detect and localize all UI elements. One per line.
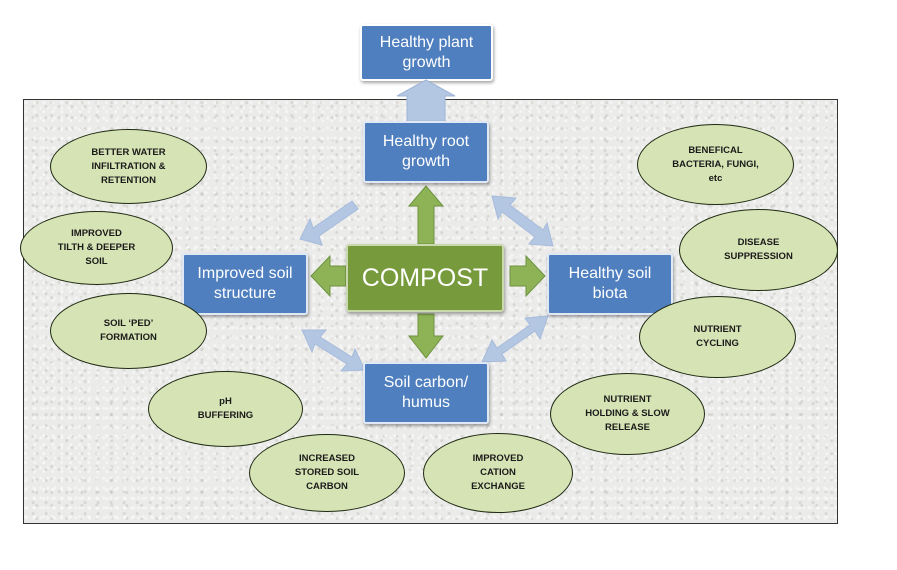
green-arrow-down: [407, 313, 445, 359]
healthy-root-growth-box: Healthy root growth: [363, 121, 489, 183]
benefit-ellipse-ph: pH BUFFERING: [148, 371, 303, 447]
compost-box: COMPOST: [346, 244, 504, 312]
benefit-ellipse-water: BETTER WATER INFILTRATION & RETENTION: [50, 129, 207, 204]
green-arrow-up: [407, 185, 445, 245]
benefit-text: NUTRIENT CYCLING: [693, 324, 742, 349]
soil-carbon-humus-box: Soil carbon/ humus: [363, 362, 489, 424]
benefit-ellipse-cycling: NUTRIENT CYCLING: [639, 296, 796, 378]
benefit-text: BETTER WATER INFILTRATION & RETENTION: [91, 146, 166, 186]
benefit-text: pH BUFFERING: [197, 396, 254, 421]
diag-arrow-root-biota: [491, 195, 554, 247]
benefit-ellipse-bacteria: BENEFICAL BACTERIA, FUNGI, etc: [637, 124, 794, 205]
benefit-ellipse-tilth: IMPROVED TILTH & DEEPER SOIL: [20, 211, 173, 285]
benefit-text: IMPROVED CATION EXCHANGE: [471, 453, 525, 492]
benefit-ellipse-disease: DISEASE SUPPRESSION: [679, 209, 838, 291]
healthy-plant-growth-label: Healthy plant growth: [379, 33, 474, 71]
healthy-root-growth-label: Healthy root growth: [382, 133, 470, 170]
benefit-text: DISEASE SUPPRESSION: [724, 237, 793, 262]
improved-soil-structure-box: Improved soil structure: [182, 253, 308, 315]
benefit-text: IMPROVED TILTH & DEEPER SOIL: [57, 228, 136, 267]
benefit-text: INCREASED STORED SOIL CARBON: [294, 453, 360, 492]
improved-soil-structure-label: Improved soil structure: [197, 265, 293, 302]
benefit-ellipse-cation: IMPROVED CATION EXCHANGE: [423, 433, 573, 513]
benefit-text: BENEFICAL BACTERIA, FUNGI, etc: [672, 144, 759, 184]
soil-carbon-humus-label: Soil carbon/ humus: [383, 374, 469, 411]
green-arrow-right: [509, 254, 546, 298]
diag-arrow-root-structure: [299, 200, 359, 246]
benefit-ellipse-ped: SOIL ‘PED’ FORMATION: [50, 293, 207, 369]
green-arrow-left: [310, 254, 347, 298]
benefit-text: NUTRIENT HOLDING & SLOW RELEASE: [585, 394, 670, 433]
benefit-ellipse-stored-carbon: INCREASED STORED SOIL CARBON: [249, 434, 405, 512]
diag-arrow-biota-carbon: [481, 315, 549, 363]
healthy-plant-growth-box: Healthy plant growth: [360, 24, 493, 81]
benefit-text: SOIL ‘PED’ FORMATION: [100, 318, 157, 343]
healthy-soil-biota-box: Healthy soil biota: [547, 253, 673, 315]
benefit-ellipse-holding: NUTRIENT HOLDING & SLOW RELEASE: [550, 373, 705, 455]
diag-arrow-structure-carbon: [301, 329, 366, 372]
up-arrow-to-plant-growth: [396, 79, 456, 123]
compost-label: COMPOST: [361, 263, 489, 292]
healthy-soil-biota-label: Healthy soil biota: [568, 265, 652, 302]
